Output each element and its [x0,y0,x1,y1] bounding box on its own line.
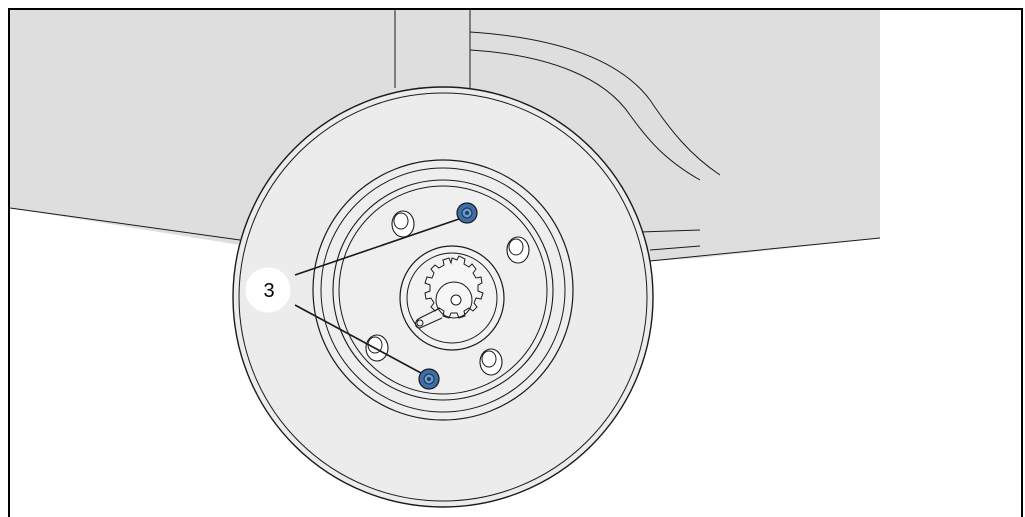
bolt-hole [506,236,530,264]
body-lower-edge-right [639,237,881,263]
figure-frame [8,8,1023,517]
callout-bubble [245,267,291,313]
hub-collar-inner [406,252,498,344]
hub-center-hole [450,294,462,306]
upper-retaining-screw [456,202,478,224]
hub-spline [424,255,484,319]
wheel-arch-outer [469,31,721,176]
leader-line-lower [294,304,422,374]
callout-3: 3 [245,267,291,313]
callout-label: 3 [263,280,274,302]
bolt-hole [391,210,415,238]
hub-center-ring [435,281,473,319]
body-lower-edge [9,207,241,241]
wheel-arch-inner [469,49,701,181]
hub-tab-hole [416,319,424,327]
disc-hub-ring [320,167,566,413]
disc-outer-rim-inner-line [238,92,648,502]
arch-bottom-line-2 [649,245,701,251]
arch-bottom-line [639,229,701,233]
lower-retaining-screw [418,368,440,390]
bolt-hole [479,348,503,376]
bolt-hole [365,334,389,362]
hub-locking-tab [415,307,443,329]
callout-leaders [294,218,460,374]
disc-hub-face-inner [338,185,548,395]
wheel-hub-center [399,245,505,351]
leader-line-upper [294,218,460,276]
wheel-bolt-holes [365,210,530,376]
